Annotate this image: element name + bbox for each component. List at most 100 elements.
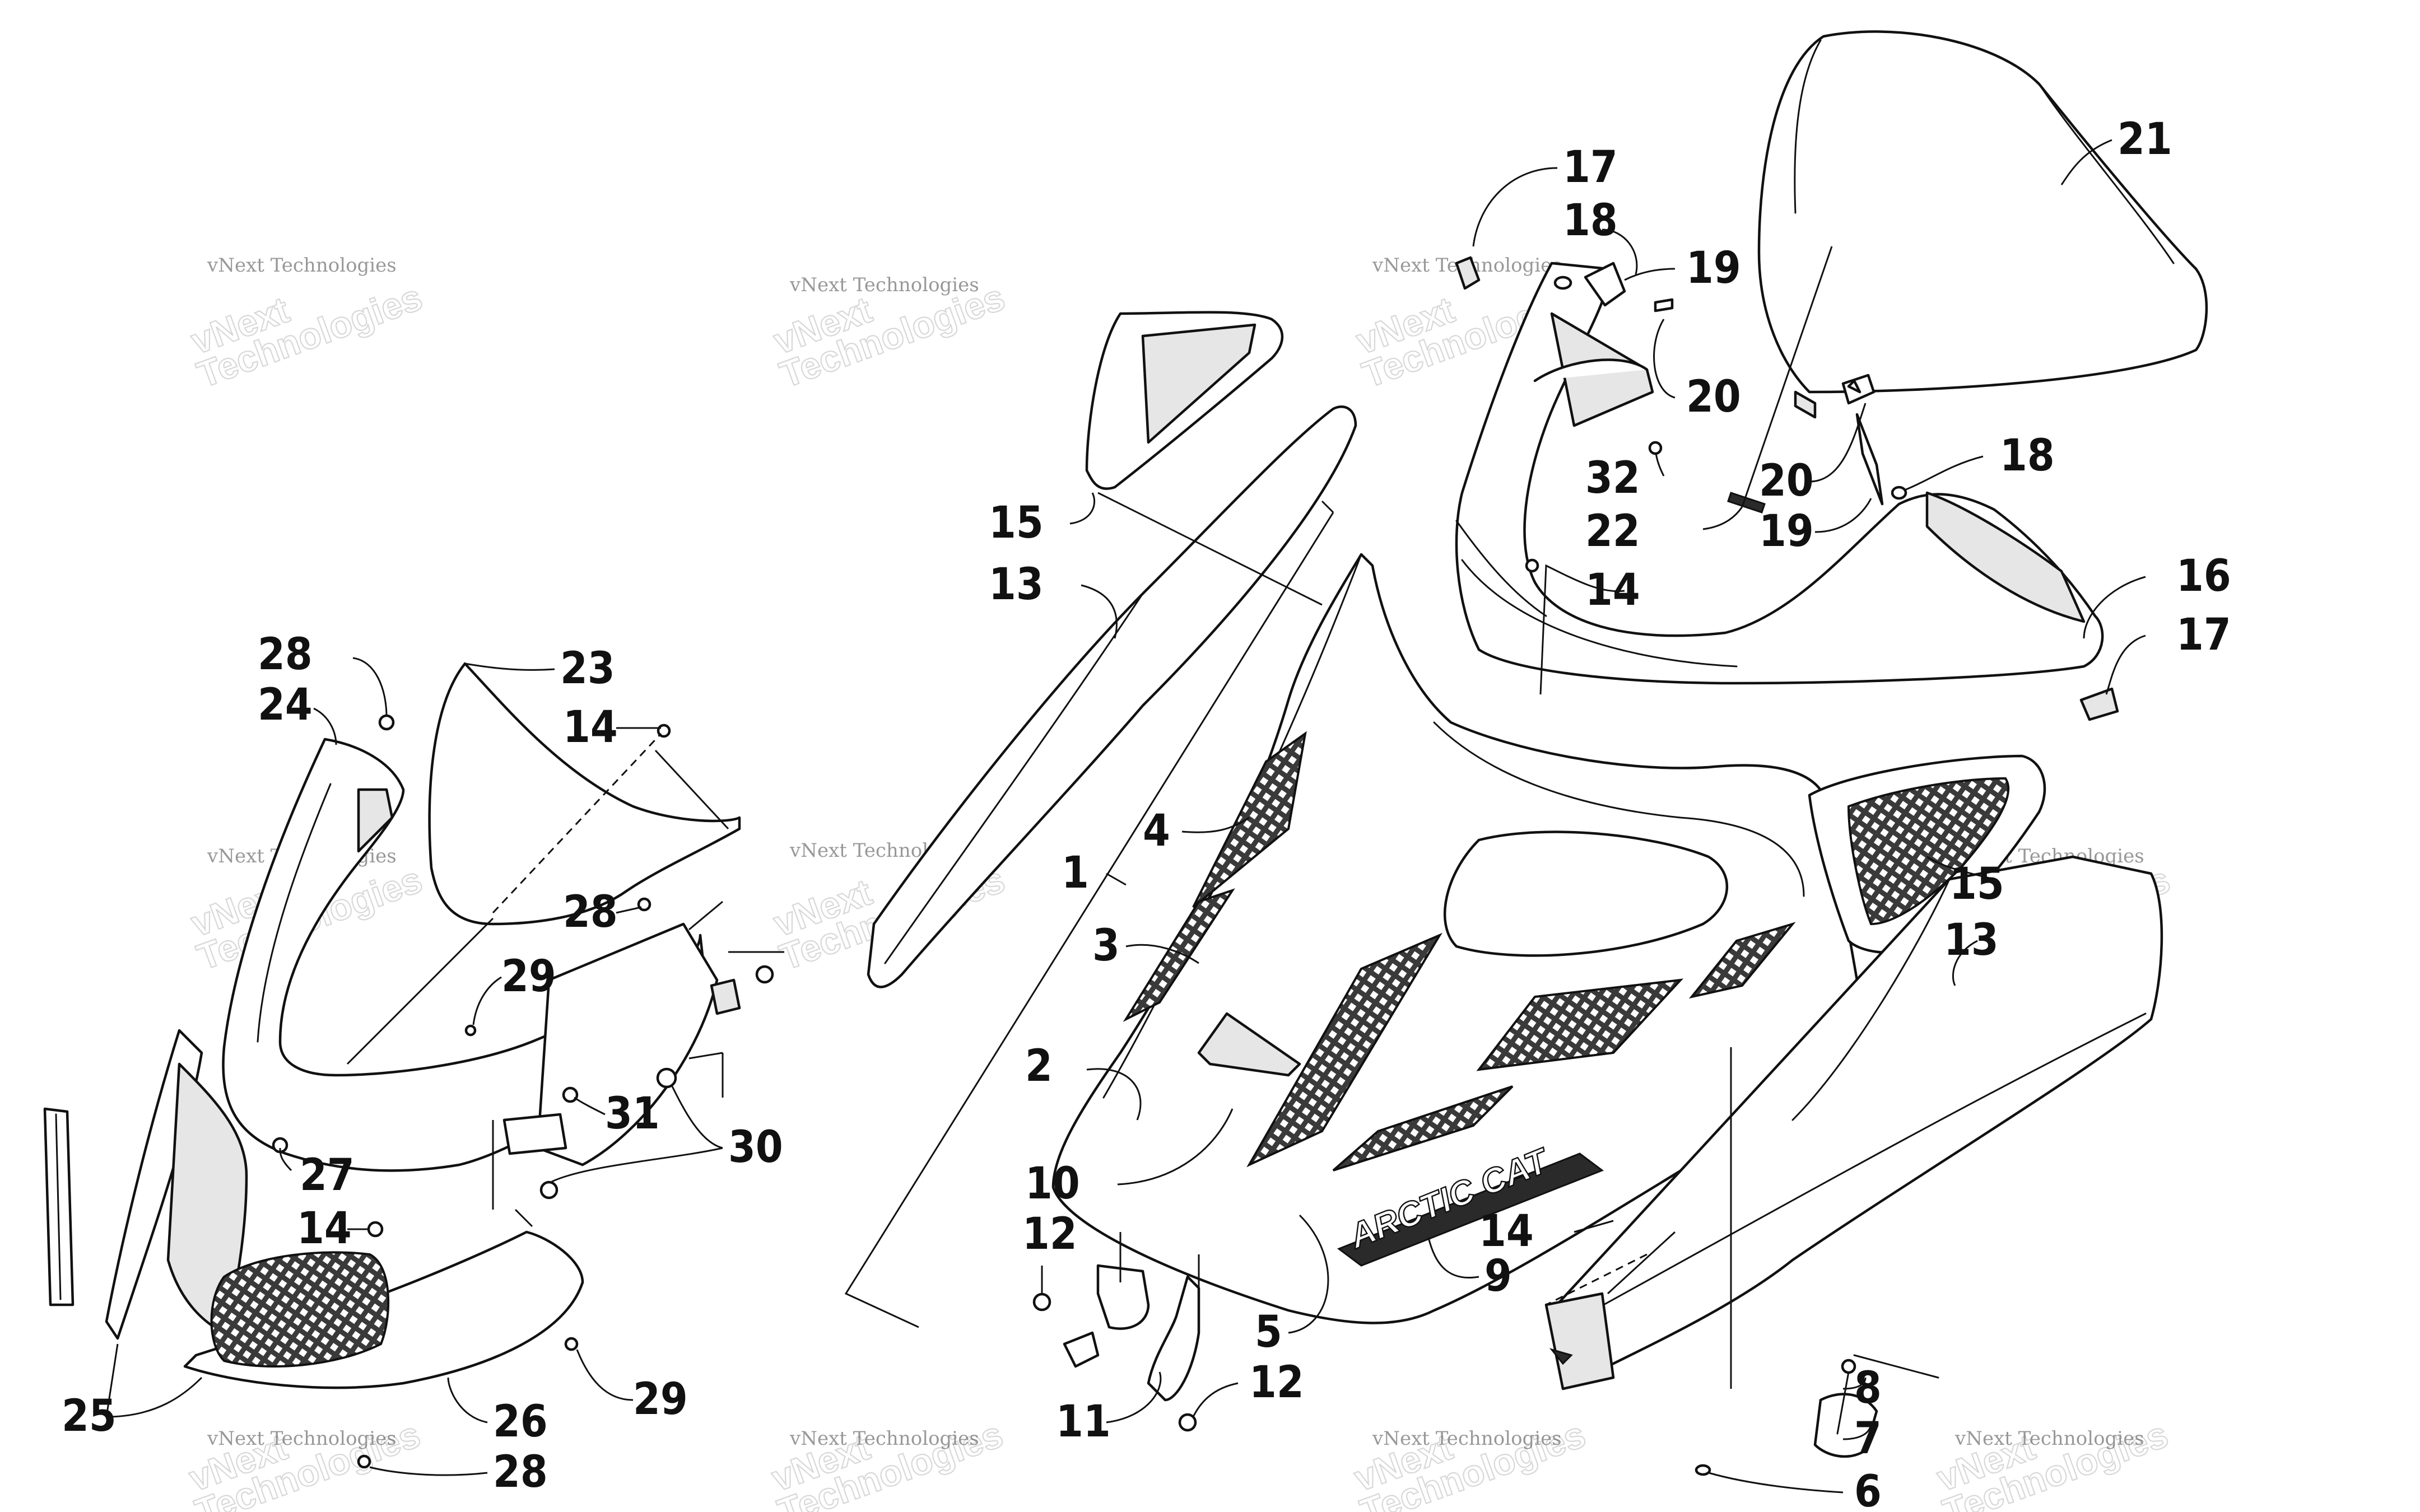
svg-text:vNext Technologies: vNext Technologies	[207, 1427, 397, 1450]
callout-10: 10	[1025, 1159, 1080, 1209]
washer-18-right	[1891, 486, 1907, 500]
callout-15a: 15	[989, 498, 1044, 548]
callout-14d: 14	[297, 1203, 352, 1254]
bracket-17-bottom	[2079, 687, 2119, 721]
callout-13a: 13	[989, 559, 1044, 610]
screw-31	[562, 1086, 579, 1103]
callout-19b: 19	[1759, 506, 1814, 557]
watermark-11: vNext Technologies vNext Technologies	[1348, 1412, 1591, 1512]
screw-32	[1648, 441, 1663, 455]
screw-20-right	[1847, 379, 1861, 394]
rod-22	[1727, 492, 1766, 514]
callout-18a: 18	[1563, 195, 1618, 246]
callout-19a: 19	[1686, 243, 1741, 293]
callout-14b: 14	[1479, 1206, 1534, 1257]
screw-28-mid	[637, 897, 651, 912]
screw-28-lower	[357, 1454, 371, 1469]
callout-30: 30	[728, 1122, 783, 1173]
windshield-21	[1757, 30, 2208, 419]
callout-6: 6	[1854, 1467, 1882, 1512]
callout-23: 23	[560, 643, 615, 694]
watermark-1: vNext Technologies vNext Technologies	[185, 254, 428, 396]
callout-17a: 17	[1563, 142, 1618, 193]
watermark-2: vNext Technologies vNext Technologies	[767, 274, 1011, 396]
screw-28-top	[378, 714, 395, 731]
callout-17b: 17	[2176, 610, 2231, 660]
hood-brackets-11	[1032, 1264, 1200, 1432]
callout-25: 25	[62, 1391, 117, 1441]
washer-18-left	[1553, 276, 1572, 290]
knob-19-left	[1584, 262, 1626, 307]
callout-13b: 13	[1944, 915, 1999, 965]
svg-text:vNext Technologies: vNext Technologies	[1372, 1427, 1562, 1450]
callout-28a: 28	[258, 629, 313, 680]
hood-1: ARCTIC CAT	[1051, 553, 1862, 1324]
callout-18b: 18	[2000, 431, 2055, 481]
lower-grille-26	[183, 1230, 584, 1469]
svg-text:vNext Technologies: vNext Technologies	[207, 254, 397, 277]
callout-5: 5	[1255, 1307, 1282, 1357]
grommet-30	[656, 1067, 677, 1089]
grommet-12-left	[1032, 1292, 1051, 1312]
side-vent-15-left	[1085, 311, 1283, 490]
vent-9	[1476, 978, 1684, 1071]
callout-28c: 28	[493, 1447, 548, 1497]
windshield-frame-16	[1455, 262, 2104, 685]
washer-6	[1695, 1464, 1711, 1476]
watermark-10: vNext Technologies vNext Technologies	[766, 1412, 1009, 1512]
vent-5a	[1246, 932, 1442, 1168]
screw-14-windshield	[1525, 558, 1539, 573]
callout-14a: 14	[1585, 565, 1640, 615]
screw-29-mid	[464, 1024, 477, 1037]
callout-24: 24	[258, 680, 313, 730]
callout-29b: 29	[633, 1374, 688, 1425]
vent-5b	[1332, 1085, 1514, 1172]
grommet-12-right	[1178, 1413, 1197, 1432]
svg-text:vNext Technologies: vNext Technologies	[1954, 1427, 2144, 1450]
windshield-hardware	[1455, 256, 2119, 721]
callout-9: 9	[1484, 1251, 1512, 1301]
callout-1: 1	[1062, 848, 1089, 898]
screw-14-lower	[367, 1221, 384, 1238]
callout-12a: 12	[1022, 1209, 1077, 1259]
screw-29-lower	[564, 1337, 579, 1351]
vent-4	[1192, 731, 1307, 908]
side-panel-13-right	[1544, 855, 2163, 1390]
side-panel-13-left	[867, 405, 1357, 988]
svg-text:vNext Technologies: vNext Technologies	[789, 1427, 979, 1450]
nose-lower-30	[502, 922, 741, 1200]
screw-20-left	[1654, 298, 1674, 312]
leader-lines	[105, 139, 2146, 1494]
grommet-30b	[539, 1180, 559, 1200]
callout-8: 8	[1854, 1363, 1882, 1413]
callout-12b: 12	[1249, 1357, 1304, 1408]
callout-4: 4	[1143, 806, 1170, 856]
side-vent-15-right	[1808, 754, 2046, 954]
callout-29a: 29	[501, 951, 556, 1002]
callout-31: 31	[605, 1089, 660, 1139]
pin-8	[1841, 1359, 1856, 1374]
callout-7: 7	[1854, 1413, 1882, 1464]
callout-20a: 20	[1686, 372, 1741, 422]
callout-28b: 28	[563, 887, 618, 937]
scoop-10	[1197, 1012, 1301, 1077]
callout-32: 32	[1585, 453, 1640, 503]
callout-14c: 14	[563, 702, 618, 753]
watermark-12: vNext Technologies vNext Technologies	[1931, 1412, 2174, 1512]
callout-11: 11	[1056, 1397, 1111, 1447]
callout-26: 26	[493, 1397, 548, 1447]
callout-20b: 20	[1759, 456, 1814, 506]
callout-15b: 15	[1949, 859, 2004, 909]
vent-3	[1123, 888, 1235, 1022]
hood-latch	[1695, 1354, 1939, 1476]
callout-2: 2	[1025, 1041, 1053, 1091]
callout-16: 16	[2176, 551, 2231, 601]
watermark-9: vNext Technologies vNext Technologies	[183, 1412, 426, 1512]
callout-21: 21	[2118, 114, 2172, 165]
bracket-17-top	[1455, 256, 1481, 290]
callout-3: 3	[1092, 921, 1120, 971]
side-trim-25	[43, 1029, 248, 1340]
callout-labels: 1 2 3 4 5 6 7 8 9 10 11 12 12 13 13 14 1…	[62, 114, 2231, 1512]
callout-22: 22	[1585, 506, 1640, 557]
